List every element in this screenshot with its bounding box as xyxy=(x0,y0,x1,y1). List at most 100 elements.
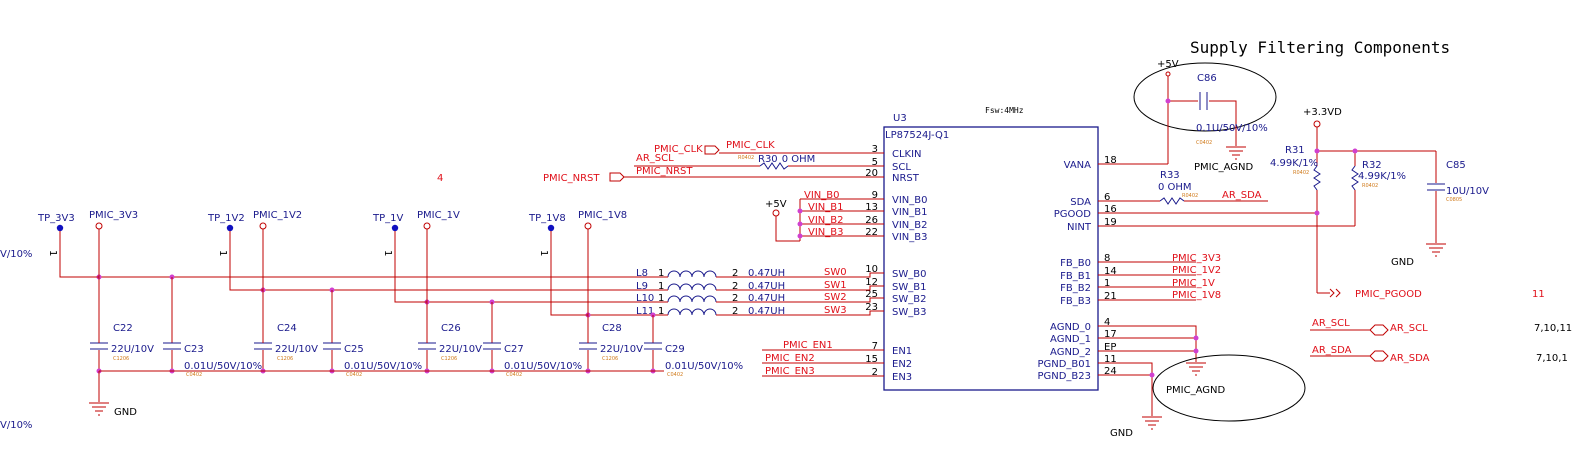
pmic-pgood-label: PMIC_PGOOD xyxy=(1355,289,1422,300)
ic-pin-num: 2 xyxy=(872,367,878,378)
wire-testpoint xyxy=(394,231,427,303)
resistor-r33 xyxy=(1159,197,1185,205)
c86-pkg: C0402 xyxy=(1196,140,1212,146)
testpoint-pad[interactable] xyxy=(391,224,399,232)
rail-net-probe xyxy=(584,222,592,230)
enable-nets: PMIC_EN1 PMIC_EN2 PMIC_EN3 xyxy=(762,340,884,377)
pmic-agnd-top-label: PMIC_AGND xyxy=(1194,162,1253,173)
fb-1v-label: PMIC_1V xyxy=(1172,278,1215,289)
pmic-nrst-port-label: PMIC_NRST xyxy=(543,173,600,184)
cap-ref: C28 xyxy=(602,323,622,334)
ic-pin-num: 18 xyxy=(1104,155,1117,166)
inductor-value: 0.47UH xyxy=(748,281,785,292)
pmic-en3-label: PMIC_EN3 xyxy=(765,366,815,377)
ic-pin-num: 4 xyxy=(1104,317,1110,328)
p5v-top-label: +5V xyxy=(1157,59,1179,70)
ic-u3-note: Fsw:4MHz xyxy=(985,106,1024,115)
rail-net-label: PMIC_1V xyxy=(417,210,460,221)
pmic-clk-port-label: PMIC_CLK xyxy=(654,144,703,155)
testpoint-pad[interactable] xyxy=(226,224,234,232)
ar-sda-bidir xyxy=(1369,350,1389,362)
ic-pin-name-vin_b1: VIN_B1 xyxy=(892,207,928,218)
ar-sda-port-b: AR_SDA xyxy=(1390,353,1430,364)
ic-pin-name-pgnd_b23: PGND_B23 xyxy=(1037,371,1091,382)
ic-pin-num: 17 xyxy=(1104,329,1117,340)
highlight-ellipse-agnd xyxy=(1152,354,1306,422)
ic-pin-name-en3: EN3 xyxy=(892,372,912,383)
sw1-label: SW1 xyxy=(824,280,847,291)
wire-pgnd-b01 xyxy=(1098,362,1153,416)
junction xyxy=(797,221,803,227)
sheet-ref-4: 4 xyxy=(437,173,443,184)
ic-pin-num: 26 xyxy=(865,215,878,226)
ic-pin-name-sw_b3: SW_B3 xyxy=(892,307,926,318)
ic-pin-name-sw_b0: SW_B0 xyxy=(892,269,926,280)
ic-pin-name-fb_b2: FB_B2 xyxy=(1060,283,1091,294)
cap-value: 0.01U/50V/10% xyxy=(665,361,743,372)
testpoint-label: TP_1V xyxy=(372,213,404,224)
pmic-en2-label: PMIC_EN2 xyxy=(765,353,815,364)
ic-pin-num: 3 xyxy=(872,144,878,155)
junction xyxy=(1314,210,1320,216)
ar-scl-bidir xyxy=(1369,324,1389,336)
ic-pin-name-scl: SCL xyxy=(892,162,911,173)
resistor-r32 xyxy=(1351,165,1359,191)
cap-value: 0.01U/50V/10% xyxy=(344,361,422,372)
cap-pkg: C0402 xyxy=(506,372,522,378)
sw0-label: SW0 xyxy=(824,267,847,278)
gnd-symbol-right xyxy=(1426,243,1446,257)
wire-testpoint xyxy=(59,231,99,278)
ic-pin-num: 20 xyxy=(865,168,878,179)
ic-pin-num: 1 xyxy=(1104,278,1110,289)
cap-pkg: C0402 xyxy=(186,372,202,378)
sheet-title: Supply Filtering Components xyxy=(1190,38,1450,57)
testpoint-pad[interactable] xyxy=(56,224,64,232)
inductor-value: 0.47UH xyxy=(748,268,785,279)
r33-value: 0 OHM xyxy=(1158,182,1192,193)
wire-sw xyxy=(740,310,884,316)
testpoint-pad[interactable] xyxy=(547,224,555,232)
ar-sda-label: AR_SDA xyxy=(1222,190,1262,201)
inductor-pin2: 2 xyxy=(732,306,738,317)
ic-pin-num: 19 xyxy=(1104,217,1117,228)
c85-pkg: C0805 xyxy=(1446,197,1462,203)
ic-pin-num: EP xyxy=(1104,342,1116,353)
cap-ref: C25 xyxy=(344,344,364,355)
wire-sw xyxy=(740,272,884,278)
cap-pkg: C1206 xyxy=(602,356,618,362)
inductor-l10 xyxy=(667,295,717,303)
cap-value: 22U/10V xyxy=(111,344,154,355)
gnd-bottom-label: GND xyxy=(1110,428,1133,439)
rail-net-label: PMIC_3V3 xyxy=(89,210,138,221)
wire-testpoint xyxy=(229,231,263,291)
inductor-l8 xyxy=(667,270,717,278)
resistor-r30 xyxy=(759,162,789,170)
ic-pin-num: 8 xyxy=(1104,253,1110,264)
cap-value: 22U/10V xyxy=(275,344,318,355)
ic-pin-num: 7 xyxy=(872,341,878,352)
vin-b1-label: VIN_B1 xyxy=(808,202,844,213)
p5v-vin-symbol xyxy=(772,209,780,217)
r30-pkg: R0402 xyxy=(738,155,754,161)
ic-pin-name-sw_b2: SW_B2 xyxy=(892,294,926,305)
vin-b3-label: VIN_B3 xyxy=(808,227,844,238)
ic-pin-num: 22 xyxy=(865,227,878,238)
wire-sw xyxy=(740,297,884,303)
gnd-right-label: GND xyxy=(1391,257,1414,268)
cap-value: 0.01U/50V/10% xyxy=(184,361,262,372)
output-capacitors: C2222U/10VC1206C230.01U/50V/10%C0402C242… xyxy=(90,323,743,378)
rail-net-probe xyxy=(423,222,431,230)
ic-pin-name-pgnd_b01: PGND_B01 xyxy=(1037,359,1091,370)
wire-testpoint xyxy=(550,231,588,316)
gnd-left-label: GND xyxy=(114,407,137,418)
inductor-pin2: 2 xyxy=(732,281,738,292)
testpoint-pin: 1 xyxy=(217,250,228,256)
ic-pin-num: 10 xyxy=(865,264,878,275)
rail-net-probe xyxy=(95,222,103,230)
cap-ref: C23 xyxy=(184,344,204,355)
ic-pin-num: 9 xyxy=(872,190,878,201)
cap-ref: C27 xyxy=(504,344,524,355)
p3v3d-label: +3.3VD xyxy=(1303,107,1342,118)
